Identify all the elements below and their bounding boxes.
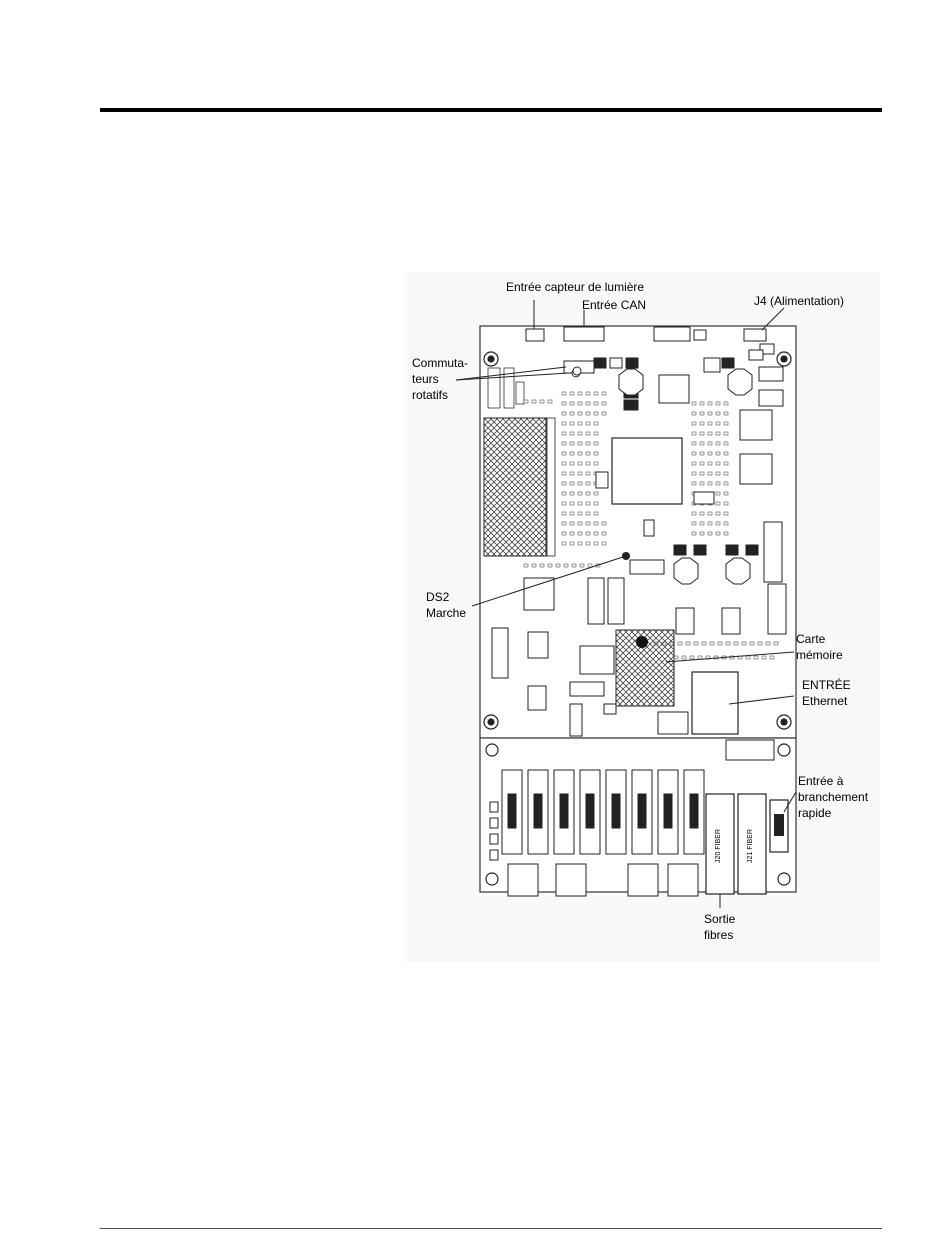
quick-connect-label-3: rapide	[798, 806, 831, 821]
rotary-label-3: rotatifs	[412, 388, 448, 403]
fiber-label-2: fibres	[704, 928, 733, 943]
rotary-label-1: Commuta-	[412, 356, 468, 371]
quick-connect-label-1: Entrée à	[798, 774, 843, 789]
memory-card-hole	[636, 636, 648, 648]
circuit-board-drawing: J20 FIBER J21 FIBER	[404, 272, 880, 962]
quick-connect-label-2: branchement	[798, 790, 868, 805]
can-label: Entrée CAN	[582, 298, 646, 313]
left-hatched-module	[484, 418, 546, 556]
memory-label-2: mémoire	[796, 648, 843, 663]
light-sensor-label: Entrée capteur de lumière	[506, 280, 644, 295]
j20-text: J20 FIBER	[715, 829, 722, 863]
board-diagram-figure: J20 FIBER J21 FIBER Entrée capteur de lu…	[404, 272, 880, 962]
power-label: J4 (Alimentation)	[754, 294, 844, 309]
j21-text: J21 FIBER	[747, 829, 754, 863]
ethernet-label-2: Ethernet	[802, 694, 847, 709]
fiber-label-1: Sortie	[704, 912, 735, 927]
memory-label-1: Carte	[796, 632, 825, 647]
header-rule	[100, 108, 882, 112]
ethernet-label-1: ENTRÉE	[802, 678, 851, 693]
ds2-label-1: DS2	[426, 590, 449, 605]
footer-rule	[100, 1228, 882, 1229]
rotary-label-2: teurs	[412, 372, 439, 387]
ds2-label-2: Marche	[426, 606, 466, 621]
main-processor	[612, 438, 682, 504]
ethernet-jack	[692, 672, 738, 734]
